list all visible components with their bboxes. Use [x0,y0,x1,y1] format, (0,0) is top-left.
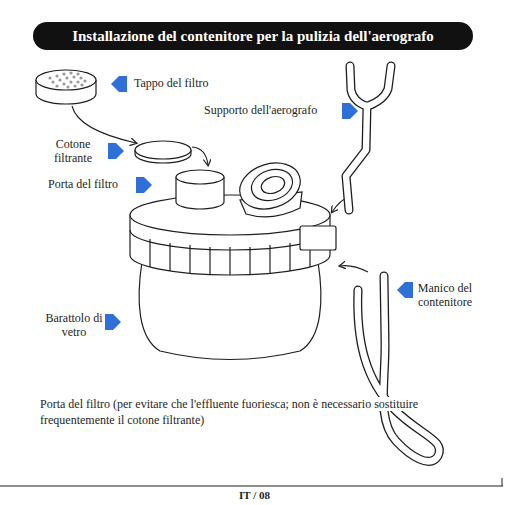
glass-jar [139,262,321,360]
note-text-box: Porta del filtro (per evitare che l'effl… [40,397,442,428]
part-label: Tappo del filtro [134,76,208,90]
part-label: Barattolo di vetro [46,311,103,339]
callout-markers [105,76,413,330]
page-rule [0,486,503,487]
jar-lid [130,195,336,275]
airbrush-holder [346,66,391,210]
part-label: Porta del filtro [48,177,118,191]
part-label-box: Cotone filtrante [43,138,103,166]
part-label: Supporto dell'aerografo [204,103,317,117]
page-number-box: IT / 08 [2,489,505,502]
part-label-box: Barattolo di vetro [43,312,105,340]
title-banner: Installazione del contenitore per la pul… [33,22,473,50]
page-rule-tick [502,478,503,486]
filter-cap [36,70,96,104]
filter-port [176,170,224,209]
part-label-box: Manico del contenitore [405,282,485,310]
part-label-box: Porta del filtro [48,178,134,192]
filter-cotton [135,141,191,163]
part-label: Manico del contenitore [418,281,472,309]
part-label-box: Supporto dell'aerografo [204,104,339,118]
page-number: IT / 08 [239,489,270,501]
note-text: Porta del filtro (per evitare che l'effl… [40,397,418,427]
part-label: Cotone filtrante [54,137,92,165]
hose-connector [234,155,307,216]
part-label-box: Tappo del filtro [134,77,274,91]
